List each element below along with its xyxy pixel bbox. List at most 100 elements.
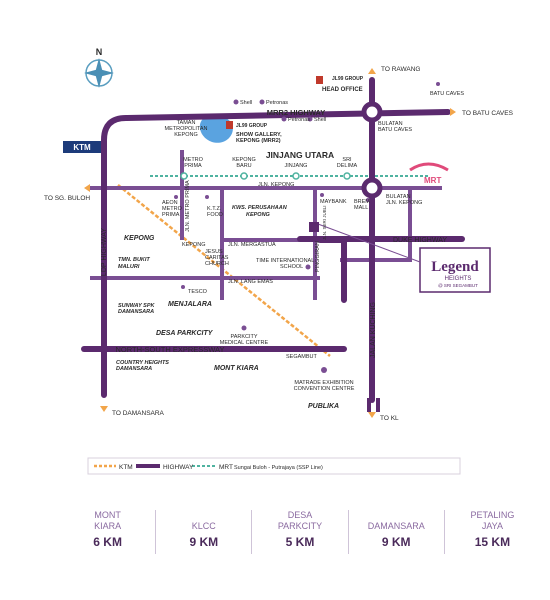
distance-item: DAMANSARA 9 KM	[347, 510, 444, 554]
distance-value: 9 KM	[189, 535, 219, 549]
ktm-logo-icon	[63, 141, 101, 153]
mrt-stations	[180, 172, 351, 180]
distance-item: KLCC 9 KM	[155, 510, 251, 554]
distance-table: MONT KIARA 6 KM KLCC 9 KM DESA PARKCITY …	[60, 510, 540, 554]
jln-mergastua-label: JLN. MERGASTUA	[228, 242, 276, 248]
kws-label-1: KWS. PERUSAHAAN	[232, 205, 288, 211]
menjalara-label: MENJALARA	[168, 301, 212, 308]
map-legend	[87, 457, 461, 475]
to-kl-label: TO KL	[380, 415, 399, 422]
tmn-bukit-2: MALURI	[118, 264, 140, 270]
legend-highway-label: HIGHWAY	[163, 464, 194, 471]
kepong-area-label: KEPONG	[124, 235, 155, 242]
jinjang-utara-label: JINJANG UTARA	[266, 150, 334, 160]
to-damansara-label: TO DAMANSARA	[112, 410, 165, 417]
kws-label-2: KEPONG	[246, 212, 271, 218]
desa-parkcity-label: DESA PARKCITY	[156, 330, 214, 337]
jesus-label-3: CHURCH	[205, 261, 229, 267]
compass-north-label: N	[96, 47, 103, 57]
distance-value: 15 KM	[474, 535, 511, 549]
pinggiran-label: PINGGIRAN	[315, 241, 321, 272]
jl99-label-2: JL99 GROUP	[236, 123, 268, 129]
maybank-label: MAYBANK	[320, 199, 347, 205]
parkcity-label-2: MEDICAL CENTRE	[220, 340, 269, 346]
poi-markers	[174, 82, 440, 373]
distance-item: DESA PARKCITY 5 KM	[251, 510, 347, 554]
distance-item: MONT KIARA 6 KM	[60, 510, 155, 554]
aeon-label-3: PRIMA	[162, 212, 180, 218]
bulatan-batu-caves-1: BULATAN	[378, 121, 403, 127]
legend-mrt-line-label: Sungai Buloh - Putrajaya (SSP Line)	[234, 465, 323, 471]
local-roads	[90, 150, 442, 300]
brem-label-2: MALL	[354, 205, 368, 211]
seri-jubli-label: JLN. SERI JUBLI	[322, 205, 327, 240]
roundabout-jln-kepong	[361, 177, 383, 199]
to-sg-buloh-label: TO SG. BULOH	[44, 195, 90, 202]
petronas-label-2: Petronas	[288, 117, 310, 123]
kepong-baru-1: KEPONG	[232, 157, 256, 163]
distance-place: MONT KIARA	[94, 510, 122, 531]
shell-label-2: Shell	[314, 117, 326, 123]
ktm-kepong-label: KEPONG	[182, 242, 206, 248]
distance-place: DAMANSARA	[367, 521, 425, 531]
batu-caves-label: BATU CAVES	[430, 91, 464, 97]
ktz-label-1: K.T.Z.	[207, 206, 222, 212]
time-school-2: SCHOOL	[280, 264, 303, 270]
tmn-bukit-1: TMN. BUKIT	[118, 257, 150, 263]
sri-delima-2: DELIMA	[337, 163, 358, 169]
twin-towers-icon	[367, 398, 380, 412]
sunway-label-1: SUNWAY SPK	[118, 303, 155, 309]
duke-highway-label: DUKE HIGHWAY	[393, 237, 447, 244]
to-batu-caves-label: TO BATU CAVES	[462, 110, 514, 117]
place-labels: BATU CAVES JL99 GROUP HEAD OFFICE BULATA…	[116, 76, 464, 410]
country-heights-2: DAMANSARA	[116, 366, 152, 372]
segambut-label: SEGAMBUT	[286, 354, 318, 360]
tesco-label: TESCO	[188, 289, 208, 295]
matrade-label-1: MATRADE EXHIBITION	[294, 380, 353, 386]
jesus-label-2: CARITAS	[205, 255, 229, 261]
country-heights-1: COUNTRY HEIGHTS	[116, 360, 169, 366]
roundabout-batu-caves	[361, 101, 383, 123]
ktz-label-2: FOOD	[207, 212, 223, 218]
legend-sub2-text: @ SRI SEGAMBUT	[438, 283, 478, 288]
sri-delima-1: SRI	[342, 157, 352, 163]
distance-value: 5 KM	[285, 535, 315, 549]
show-gallery-1: SHOW GALLERY,	[236, 132, 282, 138]
jesus-label-1: JESUS	[205, 249, 223, 255]
taman-label-2: METROPOLITAN	[165, 126, 208, 132]
kepong-baru-2: BARU	[236, 163, 251, 169]
time-school-1: TIME INTERNATIONAL	[256, 258, 314, 264]
mrr2-highway-label: MRR2 HIGHWAY	[267, 108, 325, 117]
jalan-kuching-label: JALAN KUCHING	[370, 302, 377, 358]
ktm-logo-text: KTM	[73, 143, 91, 152]
highways	[81, 77, 465, 403]
legend-heights-badge	[309, 222, 491, 293]
taman-label-1: TAMAN	[177, 120, 196, 126]
brem-label-1: BREM	[354, 199, 370, 205]
legend-sub-text: HEIGHTS	[445, 276, 472, 282]
mont-kiara-label: MONT KIARA	[214, 365, 259, 372]
jln-metro-prima-label: JLN. METRO PRIMA	[185, 180, 191, 232]
parkcity-label-1: PARKCITY	[230, 334, 257, 340]
jln-kepong-label: JLN. KEPONG	[258, 182, 294, 188]
bulatan-batu-caves-2: BATU CAVES	[378, 127, 412, 133]
compass-icon	[84, 58, 114, 88]
distance-value: 9 KM	[381, 535, 411, 549]
distance-place: PETALING JAYA	[470, 510, 515, 531]
head-office-label: HEAD OFFICE	[322, 87, 363, 93]
nse-label: NORTH-SOUTH EXPRESSWAY	[115, 345, 224, 354]
ktm-rail-line	[117, 184, 331, 357]
legend-ktm-label: KTM	[119, 464, 133, 471]
taman-label-3: KEPONG	[174, 132, 198, 138]
direction-arrows	[84, 68, 456, 418]
publika-label: PUBLIKA	[308, 403, 339, 410]
petronas-label-1: Petronas	[266, 100, 288, 106]
bulatan-jln-kepong-1: BULATAN	[386, 194, 411, 200]
jl99-group-icons	[226, 76, 323, 129]
distance-place: KLCC	[191, 521, 216, 531]
to-rawang-label: TO RAWANG	[381, 66, 420, 73]
distance-place: DESA PARKCITY	[277, 510, 323, 531]
aeon-label-2: METRO	[162, 206, 183, 212]
legend-mrt-label: MRT	[219, 464, 233, 471]
